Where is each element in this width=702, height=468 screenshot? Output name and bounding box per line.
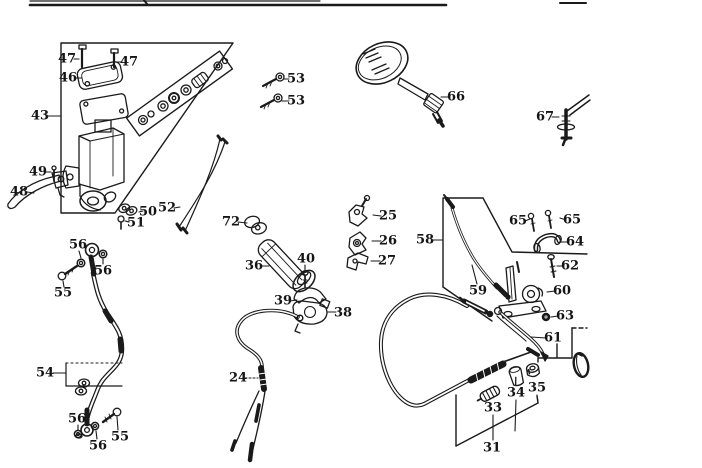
callout-leader-lines — [26, 58, 569, 441]
part-label-64: 64 — [565, 234, 585, 250]
part-label-48: 48 — [9, 184, 29, 200]
part-label-40: 40 — [296, 251, 316, 267]
part-label-61: 61 — [543, 330, 563, 346]
part-label-47a: 47 — [57, 51, 77, 67]
part-label-36: 36 — [244, 258, 264, 274]
screws-65 — [527, 209, 553, 232]
master-cylinder-group-box — [60, 42, 234, 214]
part-label-65a: 65 — [508, 213, 528, 229]
part-label-24: 24 — [228, 370, 248, 386]
brake-hose-54 — [75, 242, 125, 439]
part-label-52: 52 — [157, 200, 177, 216]
part-label-51: 51 — [126, 215, 146, 231]
part-label-53b: 53 — [286, 93, 306, 109]
part-label-56b: 56 — [93, 263, 113, 279]
part-label-66: 66 — [446, 89, 466, 105]
page-top-rules — [28, 0, 587, 7]
switch-piece-25 — [348, 194, 371, 227]
part-label-56c: 56 — [67, 411, 87, 427]
master-cylinder-body-43 — [62, 127, 125, 212]
adjuster-nut-35 — [525, 363, 541, 378]
part-label-53a: 53 — [286, 71, 306, 87]
lever-pivot-bolt-49 — [51, 165, 57, 182]
reservoir-cap-46 — [76, 61, 124, 90]
cable-59 — [443, 194, 511, 300]
part-label-50: 50 — [138, 204, 158, 220]
throttle-grip-36 — [257, 239, 316, 293]
part-label-55a: 55 — [53, 285, 73, 301]
throttle-cable-24 — [230, 308, 304, 463]
part-label-62: 62 — [560, 258, 580, 274]
part-label-33: 33 — [483, 400, 503, 416]
brake-lever-48 — [7, 170, 69, 210]
clamp-screw-51 — [117, 215, 125, 230]
part-label-67: 67 — [535, 109, 555, 125]
part-label-65b: 65 — [562, 212, 582, 228]
housing-screw-40 — [301, 270, 309, 288]
part-label-60: 60 — [552, 283, 572, 299]
cable-cap-34 — [508, 366, 525, 387]
reservoir-bolts-47 — [78, 44, 119, 69]
part-label-27: 27 — [377, 253, 397, 269]
part-label-63: 63 — [555, 308, 575, 324]
part-label-38: 38 — [333, 305, 353, 321]
grip-end-cap-72 — [244, 215, 268, 235]
part-label-56a: 56 — [68, 237, 88, 253]
part-label-56d: 56 — [88, 438, 108, 454]
part-label-59: 59 — [468, 283, 488, 299]
part-label-35: 35 — [527, 380, 547, 396]
bolt-62 — [547, 253, 557, 278]
cable-assembly-box-31 — [455, 327, 588, 447]
part-label-49: 49 — [28, 164, 48, 180]
mirror-adapter-67 — [556, 94, 591, 147]
part-label-55b: 55 — [110, 429, 130, 445]
part-label-58: 58 — [415, 232, 435, 248]
part-label-54: 54 — [35, 365, 55, 381]
nut-63 — [541, 312, 551, 322]
banjo-bolts-55 — [57, 264, 122, 424]
part-label-25: 25 — [378, 208, 398, 224]
rear-view-mirror-66 — [355, 41, 445, 128]
part-label-72: 72 — [221, 214, 241, 230]
rear-brake-cable-loop — [378, 292, 540, 408]
reservoir-plate — [79, 93, 129, 133]
switch-piece-26 — [348, 231, 367, 256]
switch-piece-27 — [346, 252, 369, 271]
part-label-31: 31 — [482, 440, 502, 456]
clamp-64 — [533, 232, 562, 254]
inner-cables-52 — [175, 134, 229, 235]
part-label-39: 39 — [273, 293, 293, 309]
part-label-47b: 47 — [119, 54, 139, 70]
piston-repair-kit-strip — [125, 50, 234, 137]
throttle-housing-upper-39 — [293, 287, 327, 304]
part-label-34: 34 — [506, 385, 526, 401]
throttle-housing-lower-38 — [292, 298, 331, 334]
part-label-46: 46 — [58, 70, 78, 86]
cable-clamp-50 — [118, 203, 138, 216]
part-label-43: 43 — [30, 108, 50, 124]
hose-clamp-box-54 — [65, 362, 123, 396]
lever-bracket-60 — [498, 261, 547, 319]
partial-ring-part — [572, 351, 590, 379]
handlebar-bolts-53 — [259, 72, 285, 110]
part-label-26: 26 — [378, 233, 398, 249]
adjuster-spring-33 — [476, 385, 501, 402]
